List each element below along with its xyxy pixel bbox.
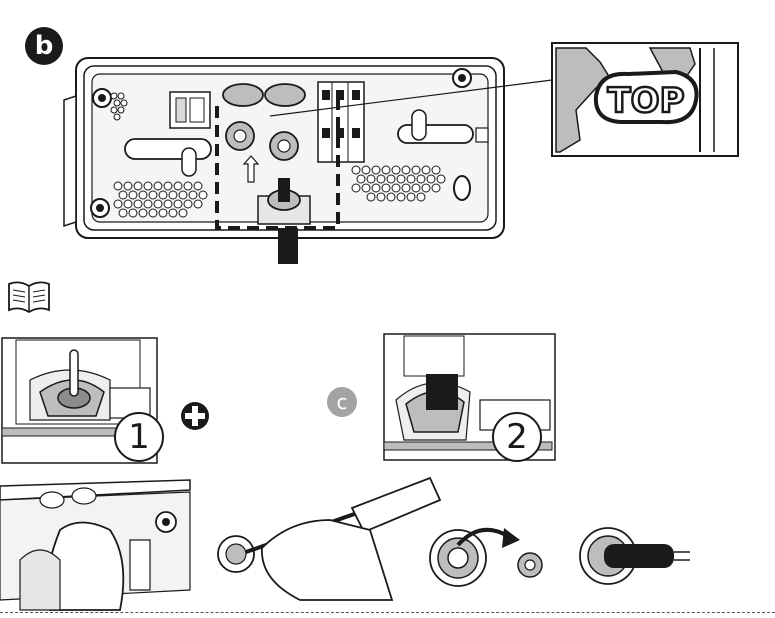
curved-arrow-icon (456, 527, 509, 547)
top-label: TOP (607, 81, 684, 121)
step-1-number: 1 (114, 412, 164, 462)
step-c-badge: c (327, 387, 357, 417)
bottom-divider (0, 612, 775, 613)
step-b-label: b (34, 31, 54, 61)
book-icon (8, 281, 50, 314)
step-2-number: 2 (492, 412, 542, 462)
step-b-badge: b (25, 27, 63, 65)
arrow-up-icon (242, 155, 260, 183)
step-c-label: c (336, 390, 348, 414)
plus-icon (181, 402, 209, 430)
